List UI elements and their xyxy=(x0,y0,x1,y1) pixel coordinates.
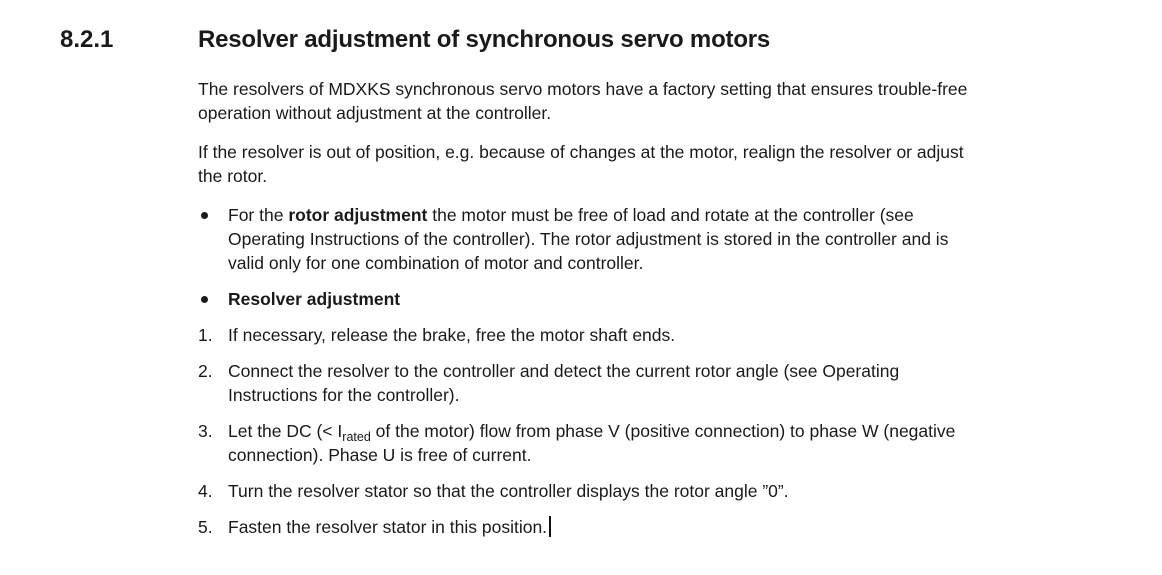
section-number: 8.2.1 xyxy=(60,26,114,53)
bullet-icon xyxy=(198,287,228,311)
bullet-text-bold: Resolver adjustment xyxy=(228,289,401,309)
step-text-post: of the motor) flow from phase V (positiv… xyxy=(228,421,956,465)
paragraph-resolver-position: If the resolver is out of position, e.g.… xyxy=(198,142,964,186)
text-cursor xyxy=(549,516,552,537)
bullet-item-rotor-adjustment: For the rotor adjustment the motor must … xyxy=(198,203,1162,275)
numbered-step-1: 1. If necessary, release the brake, free… xyxy=(198,323,1162,347)
page-title: Resolver adjustment of synchronous servo… xyxy=(198,26,771,53)
section-heading-row: 8.2.1 Resolver adjustment of synchronous… xyxy=(60,27,1152,53)
numbered-step-4: 4. Turn the resolver stator so that the … xyxy=(198,479,1162,503)
bullet-text: For the rotor adjustment the motor must … xyxy=(228,203,1162,275)
step-number: 3. xyxy=(198,421,213,441)
step-text: If necessary, release the brake, free th… xyxy=(228,325,676,345)
bullet-text-bold: rotor adjustment xyxy=(288,205,428,225)
step-text: Fasten the resolver stator in this posit… xyxy=(228,515,1162,539)
bullet-text-suffix: the motor must be free of load and rotat… xyxy=(228,205,949,273)
bullet-icon xyxy=(198,203,228,275)
document-body: The resolvers of MDXKS synchronous servo… xyxy=(198,77,1162,539)
bullet-text: Resolver adjustment xyxy=(228,287,1162,311)
step-number: 1. xyxy=(198,325,213,345)
bullet-item-resolver-adjustment: Resolver adjustment xyxy=(198,287,1162,311)
step-number: 5. xyxy=(198,517,213,537)
numbered-step-2: 2. Connect the resolver to the controlle… xyxy=(198,359,1162,407)
step-number: 4. xyxy=(198,481,213,501)
numbered-step-5: 5. Fasten the resolver stator in this po… xyxy=(198,515,1162,539)
step-text-body: Fasten the resolver stator in this posit… xyxy=(228,517,548,537)
step-number: 2. xyxy=(198,361,213,381)
step-text: Turn the resolver stator so that the con… xyxy=(228,481,789,501)
step-text: Connect the resolver to the controller a… xyxy=(228,361,900,405)
step-text: Let the DC (< Irated of the motor) flow … xyxy=(228,419,1162,467)
paragraph-intro: The resolvers of MDXKS synchronous servo… xyxy=(198,79,968,123)
step-text-pre: Let the DC (< I xyxy=(228,421,343,441)
numbered-step-3: 3. Let the DC (< Irated of the motor) fl… xyxy=(198,419,1162,467)
step-text-subscript: rated xyxy=(342,430,371,444)
bullet-text-prefix: For the xyxy=(228,205,289,225)
